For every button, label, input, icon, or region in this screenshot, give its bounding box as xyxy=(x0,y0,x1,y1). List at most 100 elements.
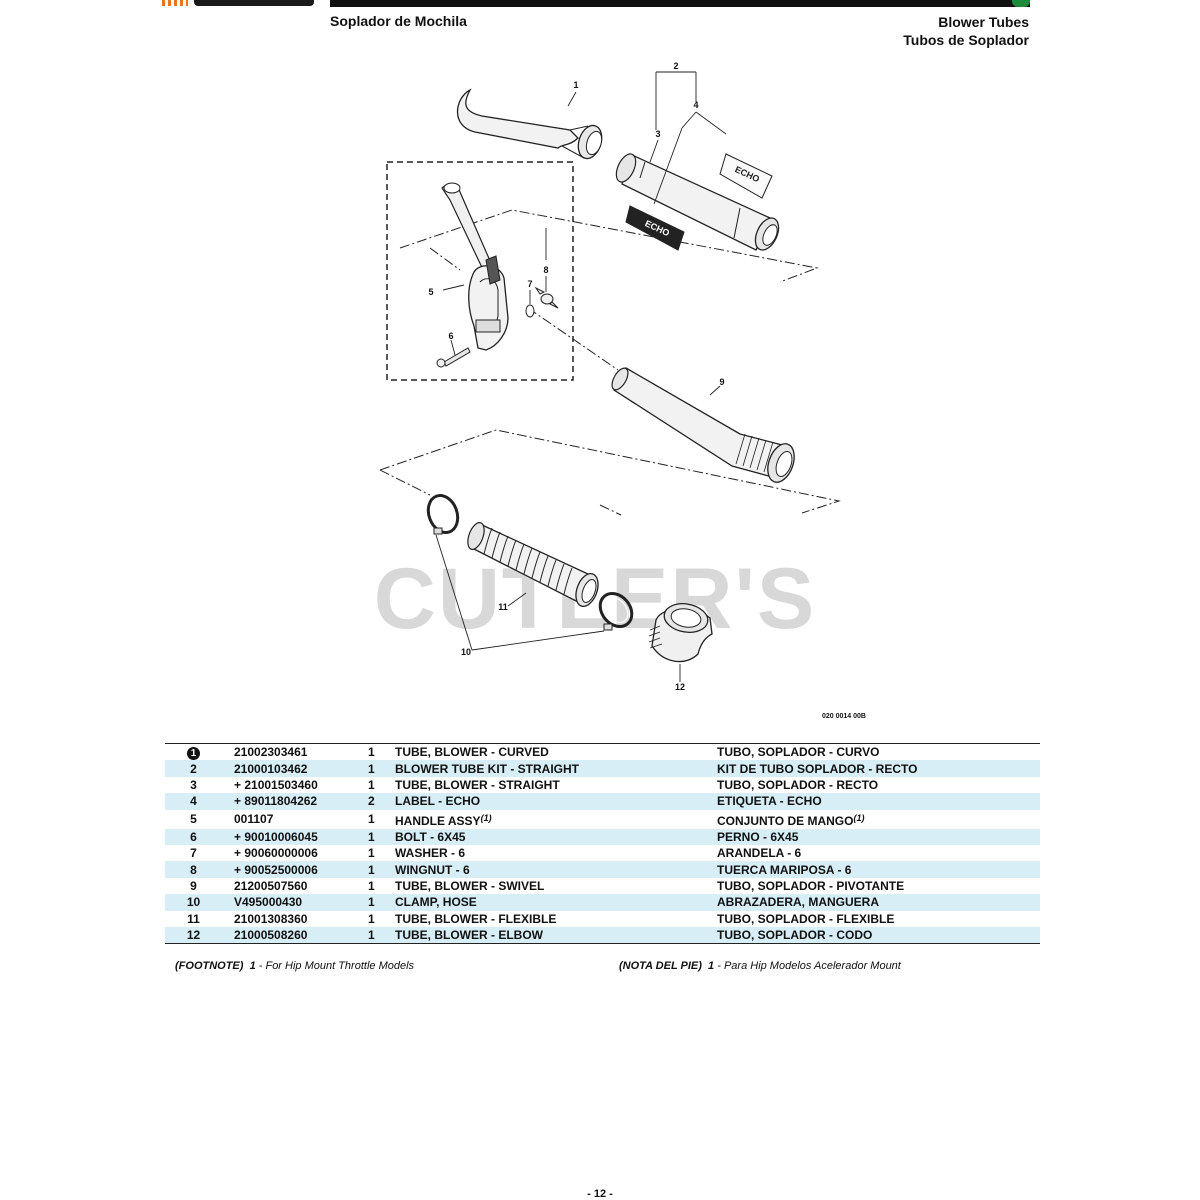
footnote-en-num: 1 xyxy=(249,960,256,972)
exploded-view: CUTLER'S ECH xyxy=(374,61,841,692)
callout-5: 5 xyxy=(428,287,433,297)
footnote-en: (FOOTNOTE) 1 - For Hip Mount Throttle Mo… xyxy=(175,960,414,972)
description-es-cell-text: TUBO, SOPLADOR - RECTO xyxy=(717,777,879,792)
description-es-cell: CONJUNTO DE MANGO(1) xyxy=(717,810,1040,829)
page-number: - 12 - xyxy=(587,1188,613,1200)
description-es-cell-text: CONJUNTO DE MANGO xyxy=(717,813,854,828)
logo-wordmark xyxy=(194,0,314,6)
description-en-cell-text: TUBE, BLOWER - CURVED xyxy=(395,745,549,760)
description-en-cell-text: WASHER - 6 xyxy=(395,846,466,861)
description-en-cell-text: BOLT - 6X45 xyxy=(395,829,466,844)
description-es-cell: TUBO, SOPLADOR - FLEXIBLE xyxy=(717,911,1040,927)
description-en-cell: BOLT - 6X45 xyxy=(395,828,717,845)
footnote-es: (NOTA DEL PIE) 1 - Para Hip Modelos Acel… xyxy=(619,960,901,972)
ref-cell: 10 xyxy=(165,894,222,911)
footnote-en-label: (FOOTNOTE) xyxy=(175,960,244,972)
bolt xyxy=(436,347,471,368)
callout-2: 2 xyxy=(673,61,678,71)
qty-cell: 1 xyxy=(368,777,395,793)
description-en-cell-text: TUBE, BLOWER - STRAIGHT xyxy=(395,777,560,792)
footnote-es-label: (NOTA DEL PIE) xyxy=(619,960,702,972)
part-number-cell: 21000508260 xyxy=(222,926,368,945)
part-number-cell-text: V495000430 xyxy=(234,895,303,910)
echo-labels: ECHO ECHO xyxy=(625,153,773,251)
part-number-cell: + 90010006045 xyxy=(222,828,368,845)
description-en-cell-text: CLAMP, HOSE xyxy=(395,895,477,910)
header-title-en: Blower Tubes xyxy=(938,14,1029,30)
description-es-cell-text: ARANDELA - 6 xyxy=(717,846,802,861)
description-en-cell-text: TUBE, BLOWER - FLEXIBLE xyxy=(395,911,557,926)
callout-7: 7 xyxy=(527,279,532,289)
description-en-cell: TUBE, BLOWER - SWIVEL xyxy=(395,878,717,894)
qty-cell: 1 xyxy=(368,845,395,861)
flexible-tube xyxy=(467,522,599,607)
qty-cell: 1 xyxy=(368,810,395,829)
new-part-badge: 1 xyxy=(187,746,200,760)
part-number-cell: 21001308360 xyxy=(222,911,368,927)
description-en-cell: TUBE, BLOWER - ELBOW xyxy=(395,926,717,945)
header-right-titles: Blower Tubes Tubos de Soplador xyxy=(903,13,1029,49)
swivel-tube xyxy=(611,367,795,483)
description-es-cell-text: TUERCA MARIPOSA - 6 xyxy=(717,862,852,877)
parts-table: 1 21002303461 1 TUBE, BLOWER - CURVED TUBO, … xyxy=(165,743,1040,945)
part-number-cell: + 90052500006 xyxy=(222,861,368,878)
description-en-cell-text: WINGNUT - 6 xyxy=(395,862,470,877)
ref-cell: 3 xyxy=(190,777,197,792)
callout-4: 4 xyxy=(693,100,698,110)
description-es-cell: TUBO, SOPLADOR - PIVOTANTE xyxy=(717,878,1040,894)
part-number-cell-text: 001107 xyxy=(234,812,274,827)
description-en-cell: WASHER - 6 xyxy=(395,845,717,861)
qty-cell-text: 2 xyxy=(368,794,375,809)
qty-cell-text: 1 xyxy=(368,862,375,877)
qty-cell-text: 1 xyxy=(368,812,375,827)
description-en-cell: WINGNUT - 6 xyxy=(395,861,717,878)
callout-3: 3 xyxy=(655,129,660,139)
handle-assembly xyxy=(441,182,509,351)
washer xyxy=(525,304,535,318)
description-es-cell-text: TUBO, SOPLADOR - FLEXIBLE xyxy=(717,911,895,926)
qty-cell: 1 xyxy=(368,760,395,777)
header-rule xyxy=(330,0,1030,7)
description-en-cell: TUBE, BLOWER - FLEXIBLE xyxy=(395,911,717,927)
qty-cell-text: 1 xyxy=(368,846,375,861)
wingnut xyxy=(534,286,559,309)
description-en-cell-text: TUBE, BLOWER - ELBOW xyxy=(395,928,543,943)
description-es-cell: TUBO, SOPLADOR - CODO xyxy=(717,926,1040,945)
part-number-cell-text: 21001308360 xyxy=(234,911,308,926)
qty-cell-text: 1 xyxy=(368,895,375,910)
ref-cell: 9 xyxy=(190,878,197,893)
description-es-cell: TUBO, SOPLADOR - CURVO xyxy=(717,743,1040,761)
description-en-cell-text: TUBE, BLOWER - SWIVEL xyxy=(395,878,545,893)
part-number-cell-text: + 89011804262 xyxy=(234,794,318,809)
callout-6: 6 xyxy=(448,331,453,341)
footnote-es-text: - Para Hip Modelos Acelerador Mount xyxy=(717,960,901,972)
description-en-cell: HANDLE ASSY(1) xyxy=(395,810,717,829)
qty-cell-text: 1 xyxy=(368,761,375,776)
description-es-cell-text: ABRAZADERA, MANGUERA xyxy=(717,895,879,910)
qty-cell: 1 xyxy=(368,878,395,894)
qty-cell: 2 xyxy=(368,793,395,810)
description-en-cell: TUBE, BLOWER - CURVED xyxy=(395,743,717,761)
part-number-cell: V495000430 xyxy=(222,894,368,911)
description-en-cell-text: LABEL - ECHO xyxy=(395,794,481,809)
ref-cell: 12 xyxy=(165,926,222,945)
qty-cell-text: 1 xyxy=(368,777,375,792)
footnote-en-text: - For Hip Mount Throttle Models xyxy=(258,960,415,972)
ref-cell: 4 xyxy=(165,793,222,810)
part-number-cell-text: 21002303461 xyxy=(234,745,308,760)
echo-logo xyxy=(162,0,322,8)
part-number-cell: 21000103462 xyxy=(222,760,368,777)
description-es-cell-text: TUBO, SOPLADOR - CODO xyxy=(717,928,873,943)
handle-assembly-box xyxy=(386,161,574,381)
qty-cell: 1 xyxy=(368,861,395,878)
part-number-cell: + 89011804262 xyxy=(222,793,368,810)
logo-stripes xyxy=(162,0,188,6)
